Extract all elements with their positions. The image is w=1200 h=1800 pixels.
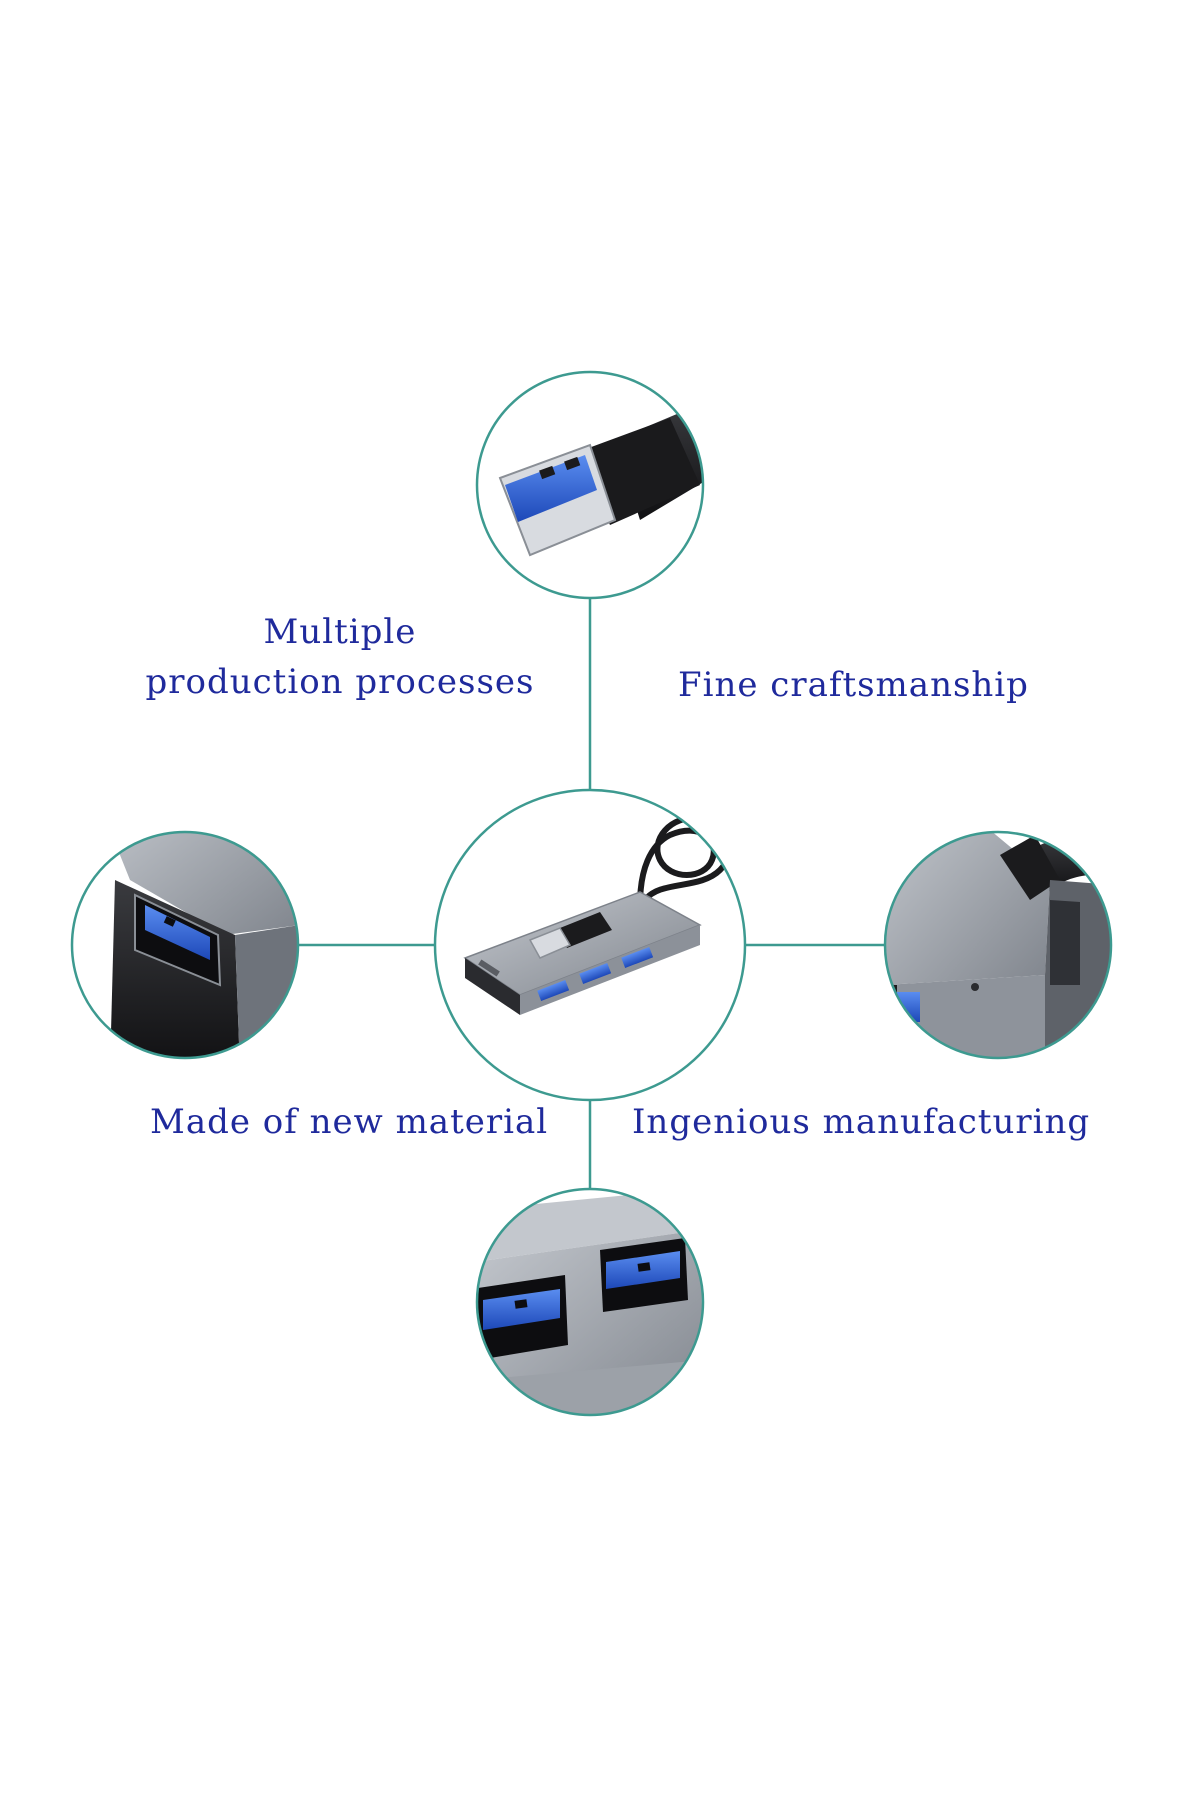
connector-lines (298, 598, 885, 1189)
usb-a-plug-icon (475, 370, 705, 600)
label-line-2: production processes (145, 662, 535, 702)
label-line-1: Multiple (263, 612, 417, 652)
usb-hub-with-cable-icon (433, 788, 747, 1102)
label-made-of-new-material: Made of new material (150, 1102, 549, 1142)
dual-usb-ports-icon (475, 1187, 705, 1417)
label-multiple-production-processes: Multiple production processes (120, 607, 560, 707)
usb-port-closeup-icon (70, 830, 300, 1060)
label-ingenious-manufacturing: Ingenious manufacturing (632, 1102, 1091, 1142)
label-fine-craftsmanship: Fine craftsmanship (678, 665, 1029, 705)
hub-corner-with-cable-icon (883, 830, 1113, 1060)
